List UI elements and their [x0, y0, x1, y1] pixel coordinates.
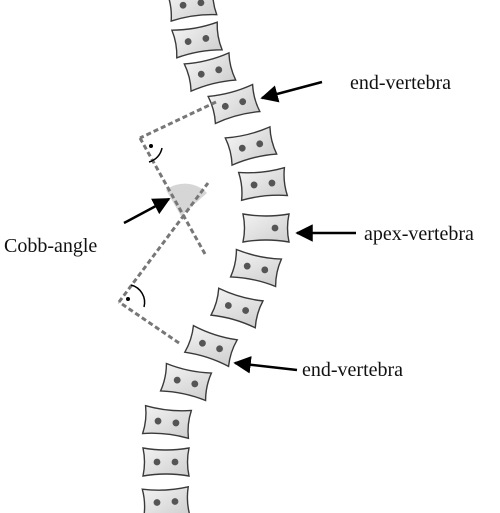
vertebra-body: [229, 248, 283, 288]
vertebra-dot: [153, 499, 161, 506]
bottom-endplate-line: [118, 300, 180, 345]
bottom-perpendicular-line: [117, 182, 210, 303]
vertebra-dot: [261, 266, 269, 274]
vertebra-body: [166, 0, 218, 23]
vertebra-body: [209, 287, 265, 329]
vertebra-dot: [221, 102, 229, 110]
vertebra-dot: [256, 140, 264, 148]
right-angle-dot-top: [149, 144, 153, 148]
vertebra-dot: [199, 339, 206, 347]
vertebra-body: [183, 324, 239, 368]
vertebra: [183, 324, 239, 368]
vertebra-dot: [184, 38, 192, 45]
label-end-vertebra-bottom: end-vertebra: [302, 359, 403, 381]
vertebra-body: [159, 362, 213, 402]
vertebra-body: [142, 447, 190, 477]
vertebra-dot: [250, 181, 258, 189]
vertebra: [242, 213, 290, 243]
vertebra: [159, 362, 213, 402]
vertebra: [207, 83, 261, 125]
vertebra: [166, 0, 218, 23]
spine: [141, 0, 290, 513]
vertebra: [229, 248, 283, 288]
arrow-end-vertebra-bottom: [233, 356, 298, 374]
construction-lines: [117, 100, 217, 345]
arrows: [123, 80, 356, 374]
vertebra-dot: [191, 380, 199, 388]
vertebra: [224, 125, 278, 167]
vertebra-dot: [154, 417, 162, 425]
vertebra: [141, 404, 193, 440]
vertebra: [209, 287, 265, 329]
vertebra-body: [141, 404, 193, 440]
vertebra-dot: [171, 498, 179, 505]
vertebra-dot: [271, 224, 279, 232]
vertebra-dot: [197, 70, 205, 78]
vertebra: [141, 485, 191, 513]
label-apex-vertebra: apex-vertebra: [364, 223, 474, 245]
label-end-vertebra-top: end-vertebra: [350, 72, 451, 94]
right-angle-arc-top: [148, 147, 163, 163]
vertebra: [142, 447, 190, 477]
vertebra-dot: [171, 458, 179, 466]
vertebra-dot: [268, 179, 276, 187]
vertebra-body: [170, 21, 224, 59]
right-angle-dot-bottom: [126, 297, 130, 301]
vertebra-dot: [239, 98, 247, 106]
vertebra-dot: [179, 1, 187, 9]
vertebra-dot: [197, 0, 205, 7]
vertebra-dot: [238, 144, 246, 152]
right-angle-markers: [126, 144, 163, 308]
vertebra-dot: [242, 307, 250, 314]
vertebra: [170, 21, 224, 59]
right-angle-arc-bottom: [130, 284, 146, 308]
vertebra-dot: [172, 419, 180, 427]
vertebra-dot: [173, 376, 181, 384]
vertebra-dot: [216, 345, 223, 353]
vertebra-dot: [153, 458, 161, 466]
top-perpendicular-line: [138, 137, 207, 255]
cobb-angle-wedge: [166, 183, 207, 216]
vertebra-dot: [202, 35, 210, 42]
arrow-end-vertebra-top: [260, 80, 323, 103]
top-endplate-line: [139, 100, 217, 140]
label-cobb-angle: Cobb-angle: [4, 235, 97, 257]
arrow-cobb-angle: [123, 197, 171, 225]
vertebra: [237, 166, 289, 202]
vertebra-dot: [243, 262, 251, 270]
vertebra-body: [224, 125, 278, 167]
vertebra-dot: [215, 66, 223, 74]
vertebra-body: [183, 51, 237, 93]
vertebra-body: [141, 485, 191, 513]
vertebra-body: [237, 166, 289, 202]
vertebra-body: [207, 83, 261, 125]
vertebra-dot: [224, 302, 232, 309]
vertebra-body: [242, 213, 290, 243]
vertebra: [183, 51, 237, 93]
